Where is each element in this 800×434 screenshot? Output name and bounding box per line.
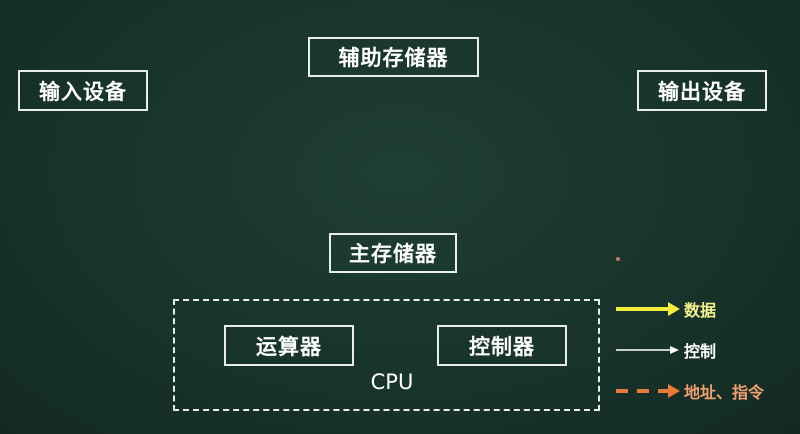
cpu-label: CPU bbox=[370, 370, 414, 394]
output-device-box: 输出设备 bbox=[637, 70, 767, 111]
alu-label: 运算器 bbox=[256, 334, 322, 359]
auxiliary-storage-label: 辅助存储器 bbox=[338, 46, 449, 70]
output-device-label: 输出设备 bbox=[658, 79, 746, 104]
main-storage-label: 主存储器 bbox=[349, 242, 437, 266]
pointer-dot bbox=[616, 257, 620, 261]
control-unit-box: 控制器 bbox=[437, 325, 567, 366]
input-device-label: 输入设备 bbox=[39, 79, 127, 104]
legend-data-label: 数据 bbox=[684, 301, 717, 320]
legend-control-arrow bbox=[616, 346, 679, 354]
control-unit-label: 控制器 bbox=[469, 334, 535, 359]
input-device-box: 输入设备 bbox=[18, 70, 148, 111]
alu-box: 运算器 bbox=[224, 325, 354, 366]
legend-address-arrow bbox=[616, 384, 680, 398]
cpu-frame bbox=[173, 299, 600, 411]
main-storage-box: 主存储器 bbox=[329, 233, 457, 273]
legend-data-arrow bbox=[616, 302, 680, 316]
auxiliary-storage-box: 辅助存储器 bbox=[308, 37, 479, 77]
legend-control-label: 控制 bbox=[684, 342, 717, 361]
legend-address-label: 地址、指令 bbox=[684, 383, 765, 402]
